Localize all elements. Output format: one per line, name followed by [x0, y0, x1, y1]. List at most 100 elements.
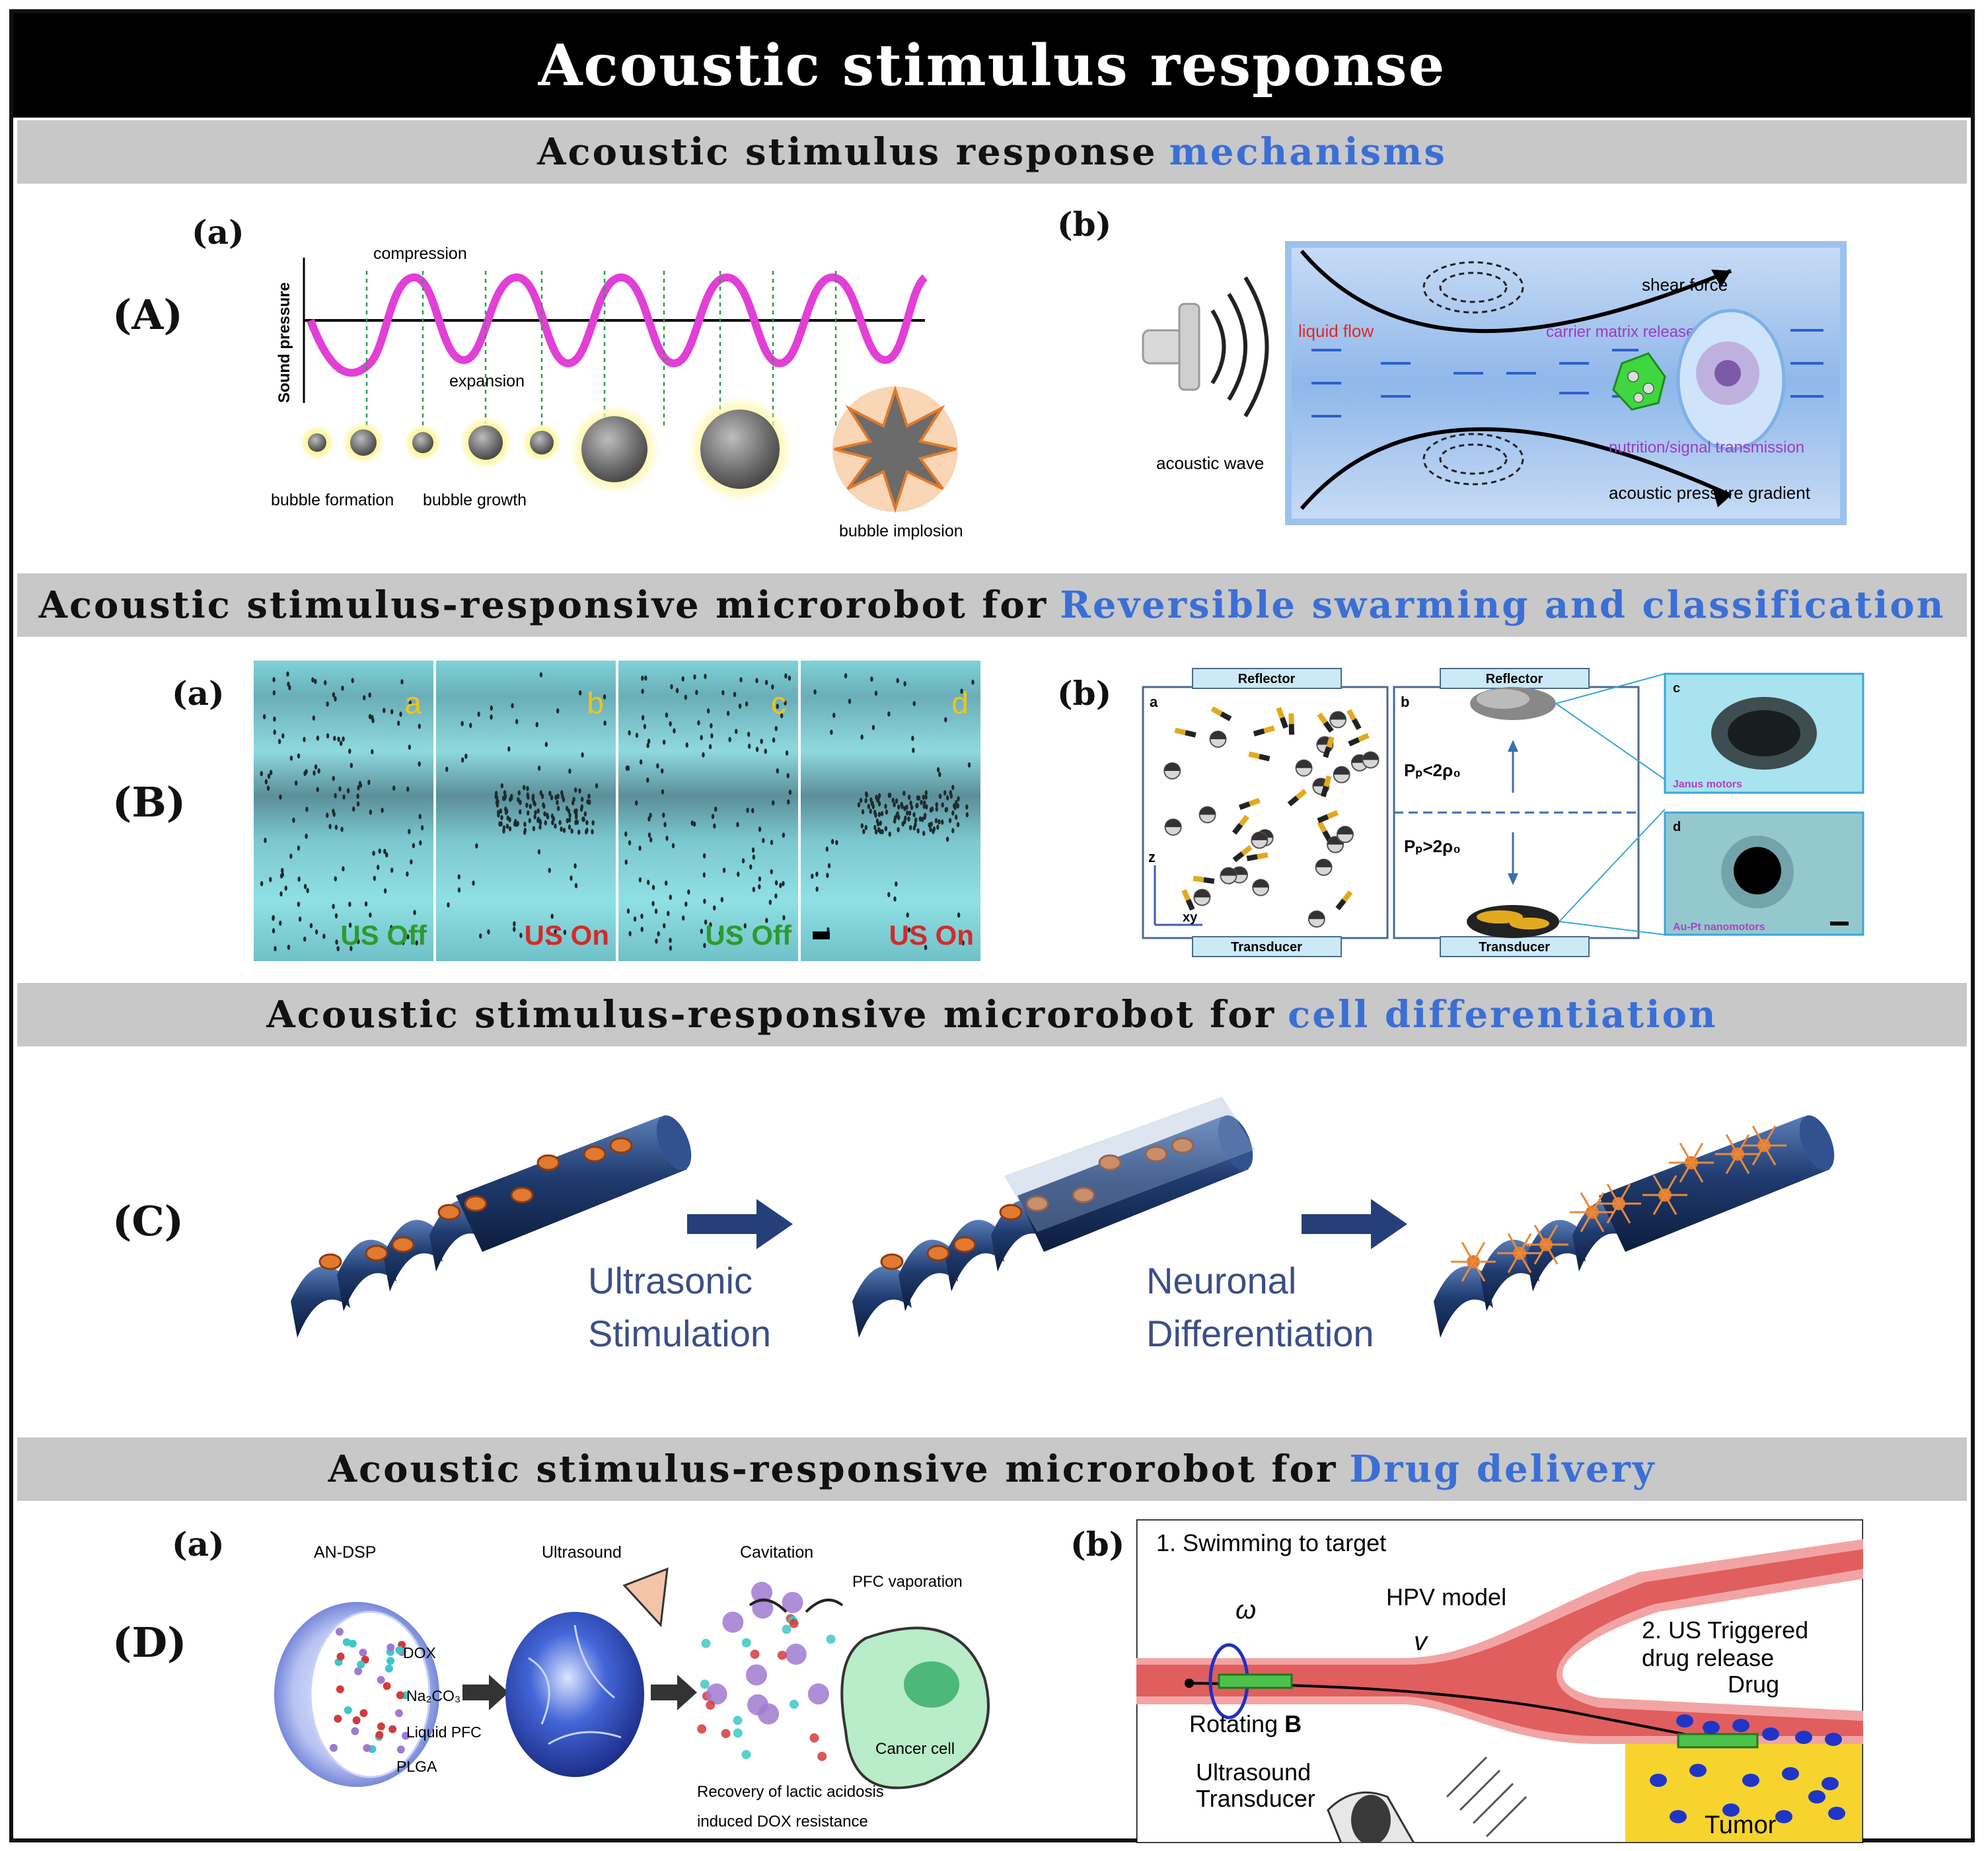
payload-dot — [330, 1743, 338, 1752]
particle — [500, 783, 504, 789]
section-header-delivery: Acoustic stimulus-responsive microrobot … — [17, 1437, 1967, 1501]
particle — [532, 826, 536, 832]
particle — [356, 801, 360, 807]
particle — [662, 812, 665, 818]
arrow-head — [1711, 270, 1731, 287]
particle — [951, 828, 955, 834]
particle — [885, 809, 889, 815]
particle — [348, 901, 351, 907]
particle — [921, 817, 924, 822]
particle — [515, 821, 519, 827]
particle — [670, 684, 673, 690]
particle — [536, 808, 540, 814]
zoom-line — [1559, 809, 1666, 922]
vortex-lower — [1422, 433, 1524, 486]
rod-motor — [1232, 815, 1249, 835]
bubble-growth-label: bubble growth — [423, 491, 527, 509]
particle — [381, 807, 384, 813]
particle — [500, 815, 503, 820]
transducer-plate — [1440, 936, 1590, 957]
particle — [352, 806, 355, 812]
particle — [665, 712, 669, 718]
particle — [506, 815, 509, 821]
frame-state: US Off — [705, 920, 792, 951]
particle — [363, 695, 366, 701]
janus-motor — [1295, 759, 1313, 777]
released-dot — [758, 1703, 780, 1725]
carrier-particle-icon — [1612, 352, 1666, 411]
particle — [815, 871, 819, 877]
andsp-dots — [330, 1628, 410, 1754]
particle — [314, 764, 318, 770]
payload-dot — [387, 1643, 395, 1651]
particle — [542, 803, 546, 809]
cell-icon — [318, 1253, 342, 1270]
particle — [755, 746, 759, 752]
particle — [513, 926, 516, 932]
particle — [585, 829, 588, 835]
payload-dot — [396, 1745, 405, 1754]
particle — [655, 938, 658, 944]
particle — [332, 692, 336, 698]
janus-motor — [1164, 818, 1182, 836]
particle — [544, 741, 548, 747]
figure-title: Acoustic stimulus response — [538, 32, 1446, 99]
particle — [893, 818, 897, 824]
frame-background — [801, 661, 980, 961]
particle — [587, 793, 591, 799]
particle — [914, 822, 917, 828]
particle — [751, 808, 755, 814]
particle — [534, 810, 537, 816]
frame-state: US Off — [340, 920, 427, 951]
released-dot — [733, 1728, 743, 1738]
zoom-line — [1555, 703, 1666, 780]
particle — [585, 820, 589, 826]
particle — [936, 767, 940, 773]
particle — [957, 796, 960, 802]
vortex-upper — [1422, 261, 1524, 314]
particle — [646, 778, 649, 783]
particle — [665, 835, 669, 841]
particle — [871, 801, 874, 807]
particle — [591, 820, 595, 826]
payload-dot — [334, 1714, 342, 1723]
particle — [326, 733, 330, 739]
implosion-burst — [832, 385, 958, 513]
particle — [367, 780, 371, 785]
payload-dot — [335, 1628, 344, 1636]
released-dot — [722, 1611, 744, 1633]
particle — [924, 794, 928, 800]
particle — [322, 933, 326, 939]
particle — [640, 913, 644, 919]
arrow-icon — [651, 1675, 697, 1710]
particle — [457, 874, 460, 880]
janus-cluster-core — [1728, 710, 1800, 756]
particle — [556, 799, 559, 805]
particle — [376, 865, 380, 871]
particle — [591, 829, 594, 835]
particle — [897, 815, 901, 820]
particle — [955, 815, 958, 820]
neuron-icon — [1570, 1192, 1615, 1233]
particle — [279, 920, 282, 926]
particle — [507, 746, 511, 752]
particle — [780, 713, 784, 719]
phase-guides — [365, 271, 837, 429]
cell-icon — [1072, 1186, 1095, 1204]
particle — [776, 937, 780, 943]
particle — [730, 931, 734, 937]
particle — [339, 741, 343, 746]
particle — [563, 929, 567, 935]
section-highlight: Drug delivery — [1349, 1447, 1656, 1491]
transducer-icon — [1142, 303, 1200, 391]
particle — [772, 737, 776, 743]
particle — [289, 853, 293, 859]
particle — [720, 896, 724, 902]
particle — [697, 720, 700, 726]
particle — [746, 807, 749, 813]
particle — [543, 811, 546, 817]
cell-icon — [999, 1204, 1023, 1221]
particle — [935, 802, 938, 808]
particle — [774, 725, 778, 731]
particle — [738, 703, 742, 709]
